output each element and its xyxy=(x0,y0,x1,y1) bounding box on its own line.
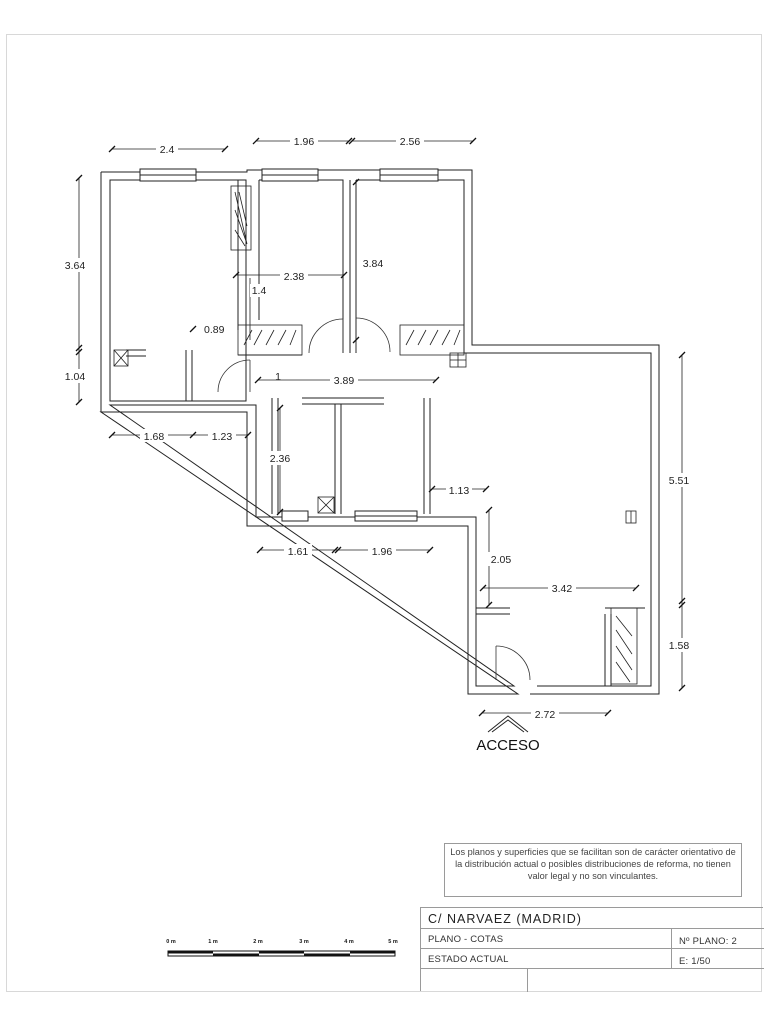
dim-3-64: 3.64 xyxy=(65,260,86,272)
dimension-lines xyxy=(78,140,683,714)
scale-label-4: 4 m xyxy=(344,939,354,945)
dim-3-89: 3.89 xyxy=(334,375,355,387)
dim-2-72: 2.72 xyxy=(535,709,556,721)
plan-type: PLANO - COTAS xyxy=(428,934,504,945)
access-arrow-icon xyxy=(487,715,529,733)
sheet-border xyxy=(6,34,762,992)
dim-1-4: 1.4 xyxy=(252,285,267,297)
dim-1: 1 xyxy=(275,371,281,383)
dim-3-42: 3.42 xyxy=(552,583,573,595)
plan-state: ESTADO ACTUAL xyxy=(428,954,509,965)
title-block: C/ NARVAEZ (MADRID) PLANO - COTAS Nº PLA… xyxy=(420,907,764,992)
plan-scale: E: 1/50 xyxy=(679,956,711,967)
dim-1-13: 1.13 xyxy=(449,485,470,497)
shafts xyxy=(113,349,637,524)
scale-label-5: 5 m xyxy=(388,939,398,945)
doors xyxy=(217,317,531,681)
project-address: C/ NARVAEZ (MADRID) xyxy=(428,912,582,926)
disclaimer-line-1: Los planos y superficies que se facilita… xyxy=(450,847,736,857)
dim-1-58: 1.58 xyxy=(669,640,690,652)
dim-2-4: 2.4 xyxy=(160,144,175,156)
dim-2-36: 2.36 xyxy=(270,453,291,465)
disclaimer-line-3: valor legal y no son vinculantes. xyxy=(527,871,659,881)
dim-1-96-top: 1.96 xyxy=(294,136,315,148)
plan-number: Nº PLANO: 2 xyxy=(679,936,737,947)
dim-3-84: 3.84 xyxy=(363,258,384,270)
dim-1-04: 1.04 xyxy=(65,371,86,383)
dim-1-23: 1.23 xyxy=(212,431,233,443)
dim-1-96-bottom: 1.96 xyxy=(372,546,393,558)
dim-1-61: 1.61 xyxy=(288,546,309,558)
scale-label-2: 2 m xyxy=(253,939,263,945)
walls xyxy=(99,169,660,695)
dimension-ticks xyxy=(75,137,686,717)
scale-label-0: 0 m xyxy=(166,939,176,945)
dim-2-38: 2.38 xyxy=(284,271,305,283)
dim-2-05: 2.05 xyxy=(491,554,512,566)
disclaimer-note: Los planos y superficies que se facilita… xyxy=(444,843,742,897)
dimension-labels: 2.4 1.96 2.56 3.64 3.84 2.38 1.4 0.89 1.… xyxy=(62,134,692,721)
dim-2-56: 2.56 xyxy=(400,136,421,148)
scale-label-1: 1 m xyxy=(208,939,218,945)
outer-wall-main xyxy=(99,169,660,695)
access-marker: ACCESO xyxy=(476,715,540,754)
room-left xyxy=(109,179,247,402)
access-label: ACCESO xyxy=(476,737,539,754)
scale-bar: 0 m 1 m 2 m 3 m 4 m 5 m xyxy=(166,939,398,957)
scale-label-3: 3 m xyxy=(299,939,309,945)
windows xyxy=(139,168,439,522)
dim-1-68: 1.68 xyxy=(144,431,165,443)
disclaimer-line-2: la distribución actual o posibles distri… xyxy=(455,859,731,869)
dim-5-51: 5.51 xyxy=(669,475,690,487)
inner-wall-main xyxy=(108,179,652,687)
wardrobes xyxy=(230,185,638,685)
dim-0-89: 0.89 xyxy=(204,324,225,336)
